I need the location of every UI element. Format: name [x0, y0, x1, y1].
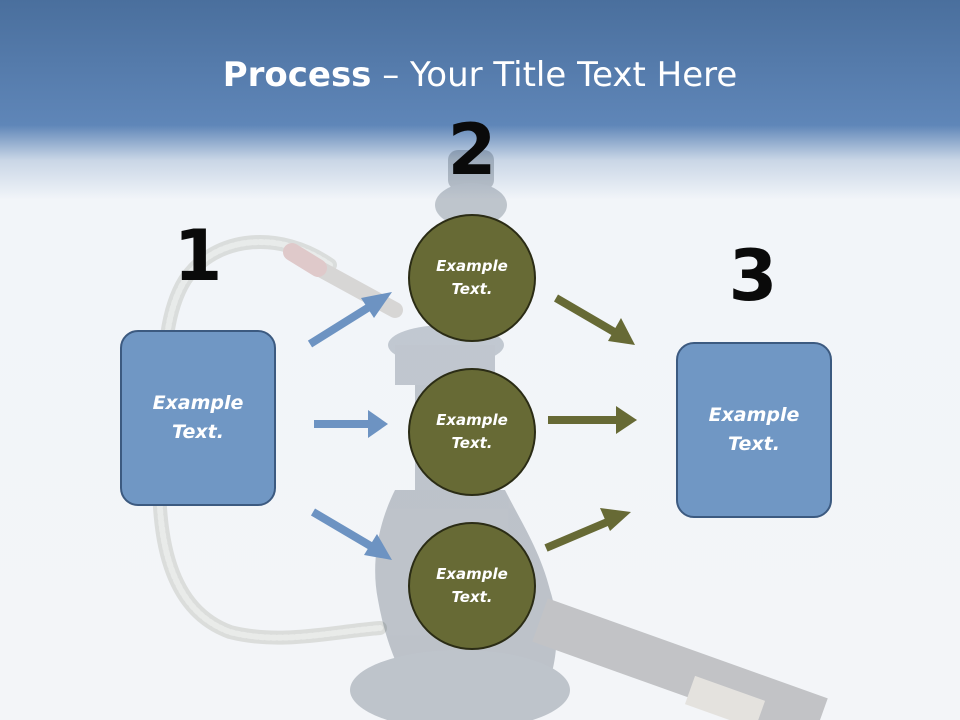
step-number-1: 1	[173, 215, 223, 297]
circle-top: Example Text.	[408, 214, 536, 342]
step-number-3: 3	[728, 235, 778, 317]
arrow-middle-to-right	[548, 406, 637, 434]
circle-middle-text: Example Text.	[436, 411, 508, 452]
circle-bottom: Example Text.	[408, 522, 536, 650]
arrow-left-to-middle	[314, 410, 388, 438]
arrow-bottom-to-right	[544, 508, 631, 552]
title-rest: – Your Title Text Here	[371, 55, 738, 95]
slide-title: Process – Your Title Text Here	[0, 52, 960, 98]
right-box-text: Example Text.	[708, 404, 800, 455]
arrow-left-to-top	[307, 292, 392, 348]
left-box-text: Example Text.	[152, 392, 244, 443]
left-box: Example Text.	[120, 330, 276, 506]
title-bold: Process	[222, 55, 372, 95]
circle-middle: Example Text.	[408, 368, 536, 496]
arrow-top-to-right	[553, 294, 635, 345]
circle-bottom-text: Example Text.	[436, 565, 508, 606]
arrow-left-to-bottom	[310, 508, 392, 560]
right-box: Example Text.	[676, 342, 832, 518]
circle-top-text: Example Text.	[436, 257, 508, 298]
step-number-2: 2	[447, 109, 497, 191]
